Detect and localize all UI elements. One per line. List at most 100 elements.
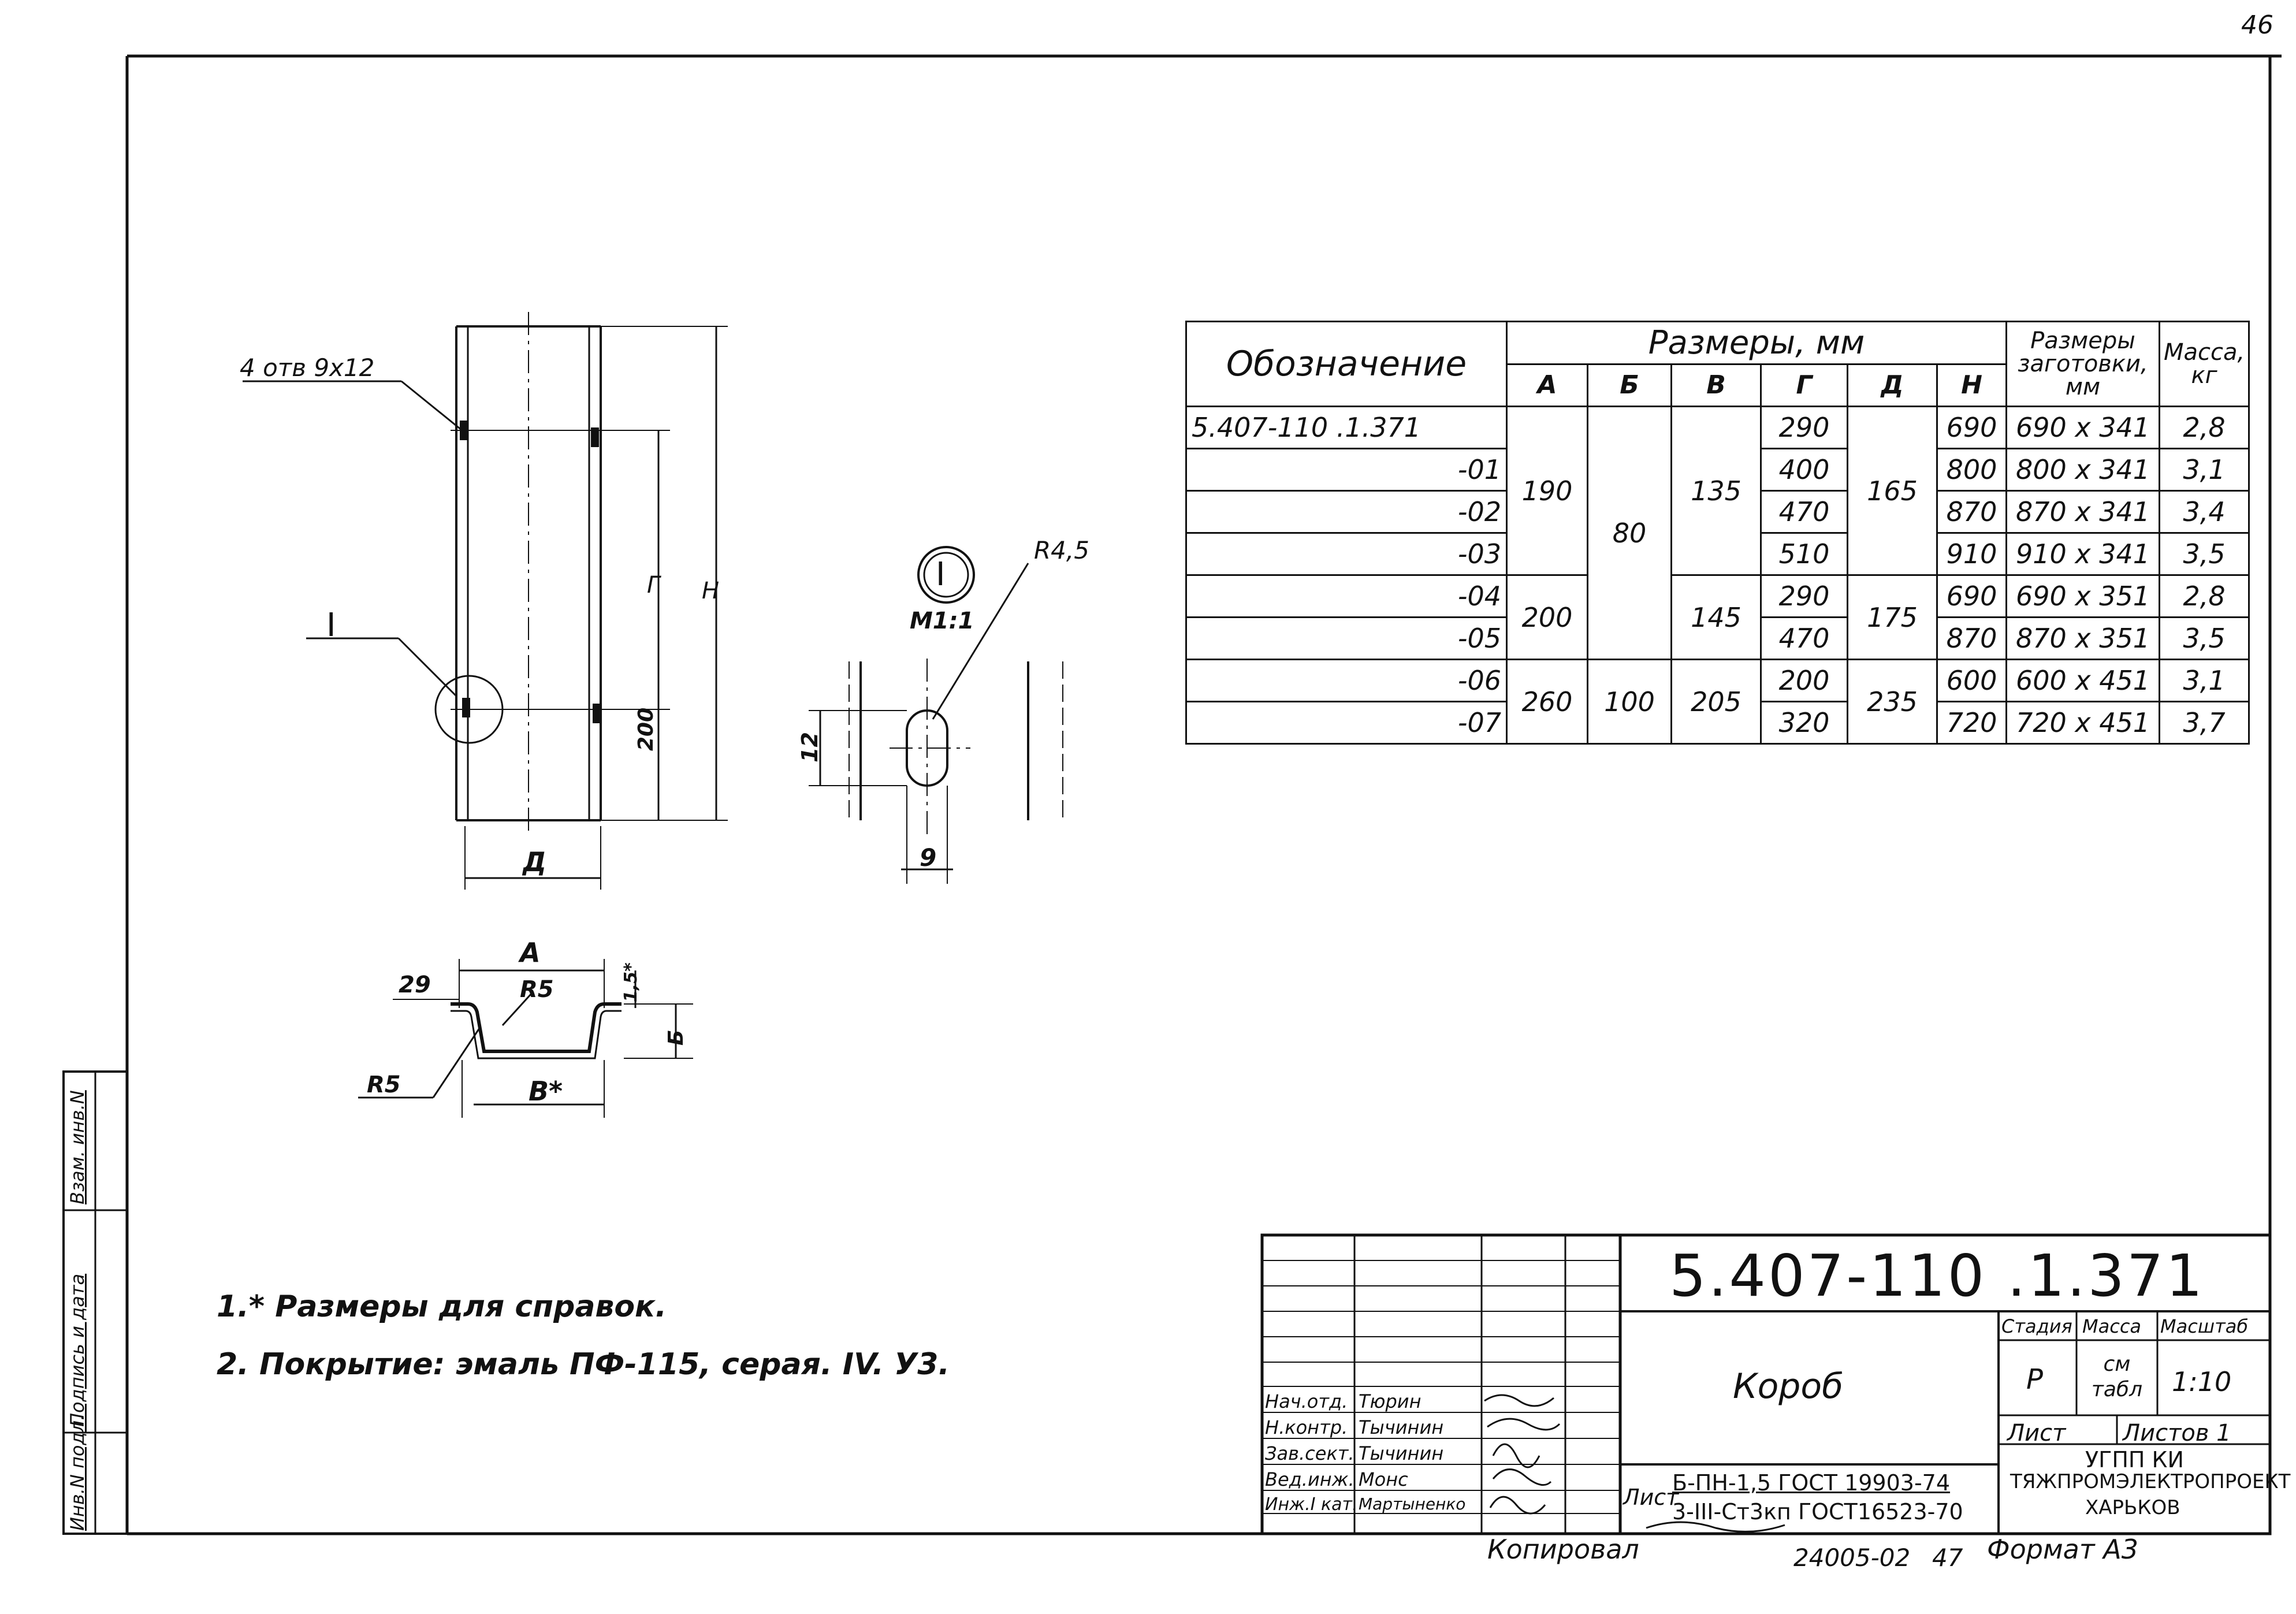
cell-blank: 690 x 341 xyxy=(2005,406,2160,449)
cell-blank: 690 x 351 xyxy=(2005,574,2160,618)
cell-h: 910 xyxy=(1936,532,2007,576)
stage-value: Р xyxy=(2026,1363,2043,1396)
sign-name: Тычинин xyxy=(1359,1416,1444,1438)
cell-mass: 2,8 xyxy=(2158,574,2250,618)
stamp-replace-inv: Взам. инв.N xyxy=(66,1090,88,1204)
dim-b: Б xyxy=(664,1029,688,1046)
dim-9: 9 xyxy=(920,843,937,872)
holes-label: 4 отв 9x12 xyxy=(240,354,375,382)
cell-b: 100 xyxy=(1587,659,1672,745)
header-mass: Масса, кг xyxy=(2158,321,2250,407)
dim-thickness: 1,5* xyxy=(621,962,641,1002)
cell-d: 235 xyxy=(1847,659,1938,745)
sign-role: Вед.инж. xyxy=(1265,1468,1354,1490)
dim-r45: R4,5 xyxy=(1034,536,1089,564)
sign-role: Нач.отд. xyxy=(1265,1390,1348,1412)
stamp-sign-date: Подпись и дата xyxy=(66,1273,88,1427)
dim-d: Д xyxy=(523,846,546,877)
cell-h: 600 xyxy=(1936,659,2007,702)
cell-blank: 800 x 341 xyxy=(2005,448,2160,492)
cell-blank: 720 x 451 xyxy=(2005,701,2160,745)
col-d: Д xyxy=(1847,363,1938,407)
stage-label: Стадия xyxy=(2001,1315,2072,1337)
col-h: Н xyxy=(1936,363,2007,407)
page-number: 46 xyxy=(2241,10,2273,40)
dim-v: В* xyxy=(529,1076,563,1107)
cell-blank: 870 x 341 xyxy=(2005,490,2160,534)
dim-200: 200 xyxy=(634,707,658,751)
col-a: A xyxy=(1506,363,1588,407)
cell-a: 190 xyxy=(1506,406,1588,576)
cell-b: 80 xyxy=(1587,406,1672,660)
note-2: 2. Покрытие: эмаль ПФ-115, серая. IV. У3… xyxy=(217,1347,950,1382)
table-row: -02 470 870 870 x 341 3,4 xyxy=(1185,490,2250,534)
cell-g: 510 xyxy=(1760,532,1848,576)
col-b: Б xyxy=(1587,363,1672,407)
org-line-2: ТЯЖПРОМЭЛЕКТРОПРОЕКТ xyxy=(2010,1470,2291,1493)
cell-v: 135 xyxy=(1670,406,1762,576)
spec-table: Обозначение Размеры, мм Размеры заготовк… xyxy=(1185,321,2250,745)
cell-d: 175 xyxy=(1847,574,1938,660)
row-designation: -07 xyxy=(1185,701,1508,745)
table-row: -04 200 145 290 175 690 690 x 351 2,8 xyxy=(1185,574,2250,660)
cell-v: 145 xyxy=(1670,574,1762,660)
table-row: -06 260 100 205 200 235 600 600 x 451 3,… xyxy=(1185,659,2250,745)
sign-role: Инж.I кат. xyxy=(1265,1494,1358,1515)
note-1: 1.* Размеры для справок. xyxy=(217,1289,667,1324)
cell-h: 720 xyxy=(1936,701,2007,745)
col-v: В xyxy=(1670,363,1762,407)
sign-name: Тычинин xyxy=(1359,1442,1444,1464)
sign-name: Тюрин xyxy=(1359,1390,1421,1412)
cell-mass: 3,5 xyxy=(2158,616,2250,660)
table-row: -07 320 720 720 x 451 3,7 xyxy=(1185,701,2250,745)
col-g: Г xyxy=(1760,363,1848,407)
sheets-label: Листов 1 xyxy=(2123,1420,2231,1446)
table-row: -05 470 870 870 x 351 3,5 xyxy=(1185,616,2250,660)
material-line-2: 3-III-Ст3кп ГОСТ16523-70 xyxy=(1672,1499,1963,1524)
dim-a: A xyxy=(520,937,541,968)
dim-29: 29 xyxy=(399,972,431,998)
material-line-1: Б-ПН-1,5 ГОСТ 19903-74 xyxy=(1672,1470,1951,1496)
cell-blank: 870 x 351 xyxy=(2005,616,2160,660)
cell-mass: 2,8 xyxy=(2158,406,2250,449)
dim-g: Г xyxy=(647,572,660,598)
dim-h: Н xyxy=(702,578,720,604)
cell-d: 165 xyxy=(1847,406,1938,576)
cell-h: 870 xyxy=(1936,490,2007,534)
cell-g: 400 xyxy=(1760,448,1848,492)
item-name: Короб xyxy=(1733,1366,1844,1407)
cell-g: 470 xyxy=(1760,616,1848,660)
cell-a: 200 xyxy=(1506,574,1588,660)
cell-h: 690 xyxy=(1936,406,2007,449)
dim-r5-top: R5 xyxy=(520,976,554,1003)
cell-blank: 910 x 341 xyxy=(2005,532,2160,576)
table-row: -03 510 910 910 x 341 3,5 xyxy=(1185,532,2250,576)
row-designation: -05 xyxy=(1185,616,1508,660)
dim-r5-bottom: R5 xyxy=(367,1072,401,1098)
scale-value: 1:10 xyxy=(2172,1366,2232,1397)
detail-callout: I xyxy=(326,607,336,644)
table-row: -01 400 800 800 x 341 3,1 xyxy=(1185,448,2250,492)
cell-g: 320 xyxy=(1760,701,1848,745)
sign-role: Н.контр. xyxy=(1265,1416,1348,1438)
row-designation: -06 xyxy=(1185,659,1508,702)
cell-a: 260 xyxy=(1506,659,1588,745)
footer-format: Формат А3 xyxy=(1987,1534,2138,1565)
sign-name: Мартыненко xyxy=(1359,1494,1466,1513)
material-prefix: Лист xyxy=(1623,1485,1679,1510)
header-sizes: Размеры, мм xyxy=(1506,321,2007,365)
scale-label: Масштаб xyxy=(2160,1315,2249,1337)
footer-copied: Копировал xyxy=(1487,1534,1639,1565)
row-designation: 5.407-110 .1.371 xyxy=(1185,406,1508,449)
org-line-1: УГПП КИ xyxy=(2085,1447,2184,1472)
cell-g: 470 xyxy=(1760,490,1848,534)
header-designation: Обозначение xyxy=(1185,321,1508,407)
cell-h: 690 xyxy=(1936,574,2007,618)
cell-blank: 600 x 451 xyxy=(2005,659,2160,702)
sheet-label: Лист xyxy=(2007,1420,2066,1446)
stamp-inv-no: Инв.N подл. xyxy=(66,1414,88,1531)
cell-v: 205 xyxy=(1670,659,1762,745)
drawing-number: 5.407-110 .1.371 xyxy=(1669,1242,2205,1310)
header-blank-size: Размеры заготовки, мм xyxy=(2005,321,2160,407)
